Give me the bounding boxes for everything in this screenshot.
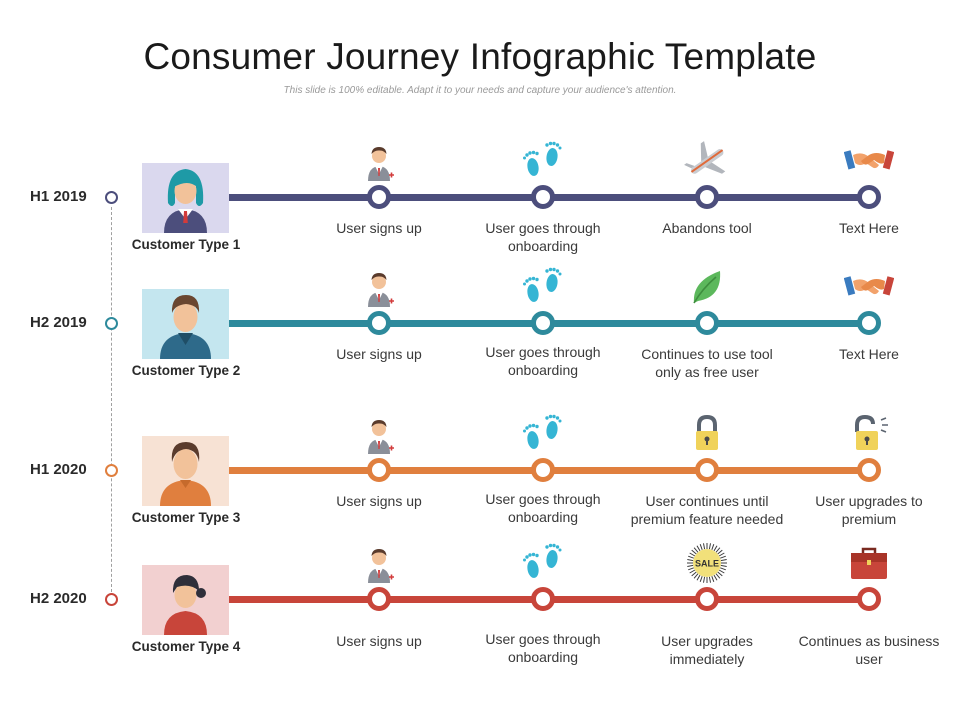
period-label: H1 2019	[30, 188, 87, 205]
step-label: User goes through onboarding	[485, 491, 601, 525]
male-avatar-icon	[142, 436, 229, 506]
step-label: User upgrades to premium	[815, 493, 923, 527]
step-label: User signs up	[336, 220, 422, 236]
businessman-icon	[354, 541, 404, 585]
footprints-icon	[518, 541, 568, 585]
padlock-open-icon	[844, 412, 894, 456]
journey-node	[531, 458, 555, 482]
airplane-icon	[682, 139, 732, 183]
journey-node	[531, 185, 555, 209]
period-dot	[105, 317, 118, 330]
footprints-icon	[518, 139, 568, 183]
customer-type-label: Customer Type 2	[131, 363, 241, 378]
journey-node	[367, 185, 391, 209]
step-label: Text Here	[839, 346, 899, 362]
customer-type-label: Customer Type 4	[131, 639, 241, 654]
period-dot	[105, 191, 118, 204]
step-label: Continues as business user	[798, 633, 940, 667]
padlock-closed-icon	[682, 412, 732, 456]
journey-node	[367, 587, 391, 611]
journey-node	[857, 185, 881, 209]
step-label: Text Here	[839, 220, 899, 236]
step-label: User signs up	[336, 493, 422, 509]
female-avatar-icon	[142, 565, 229, 635]
period-label: H2 2019	[30, 314, 87, 331]
journey-node	[531, 587, 555, 611]
businessman-icon	[354, 265, 404, 309]
male-avatar-icon	[142, 289, 229, 359]
journey-row: H2 2020 Customer Type 4 User signs up Us	[0, 537, 960, 667]
customer-type-label: Customer Type 3	[131, 510, 241, 525]
female-avatar-icon	[142, 163, 229, 233]
sale-badge-icon: SALE	[682, 541, 732, 585]
step-label: User goes through onboarding	[485, 344, 601, 378]
step-label: User continues until premium feature nee…	[630, 493, 784, 527]
step-label: User goes through onboarding	[485, 631, 601, 665]
businessman-icon	[354, 412, 404, 456]
journey-node	[695, 311, 719, 335]
journey-node	[695, 587, 719, 611]
step-label: User goes through onboarding	[485, 220, 601, 254]
step-label: Continues to use tool only as free user	[641, 346, 773, 380]
period-dot	[105, 464, 118, 477]
step-label: User signs up	[336, 633, 422, 649]
journey-row: H1 2019 Customer Type 1 User signs up	[0, 135, 960, 265]
journey-node	[531, 311, 555, 335]
customer-type-label: Customer Type 1	[131, 237, 241, 252]
journey-row: H2 2019 Customer Type 2 User signs up Us	[0, 261, 960, 391]
leaf-icon	[682, 265, 732, 309]
handshake-icon	[843, 265, 895, 309]
journey-node	[857, 587, 881, 611]
journey-node	[367, 311, 391, 335]
step-label: User upgrades immediately	[661, 633, 753, 667]
handshake-icon	[843, 139, 895, 183]
footprints-icon	[518, 412, 568, 456]
page-title: Consumer Journey Infographic Template	[143, 36, 817, 77]
period-label: H2 2020	[30, 590, 87, 607]
briefcase-icon	[844, 541, 894, 585]
journey-node	[367, 458, 391, 482]
journey-node	[695, 458, 719, 482]
page-subtitle: This slide is 100% editable. Adapt it to…	[283, 85, 677, 96]
period-dot	[105, 593, 118, 606]
svg-text:SALE: SALE	[695, 559, 719, 569]
footprints-icon	[518, 265, 568, 309]
journey-node	[695, 185, 719, 209]
businessman-icon	[354, 139, 404, 183]
step-label: User signs up	[336, 346, 422, 362]
timeline-connector	[111, 207, 112, 597]
step-label: Abandons tool	[662, 220, 752, 236]
journey-node	[857, 458, 881, 482]
period-label: H1 2020	[30, 461, 87, 478]
journey-row: H1 2020 Customer Type 3 User signs up Us	[0, 408, 960, 538]
journey-node	[857, 311, 881, 335]
